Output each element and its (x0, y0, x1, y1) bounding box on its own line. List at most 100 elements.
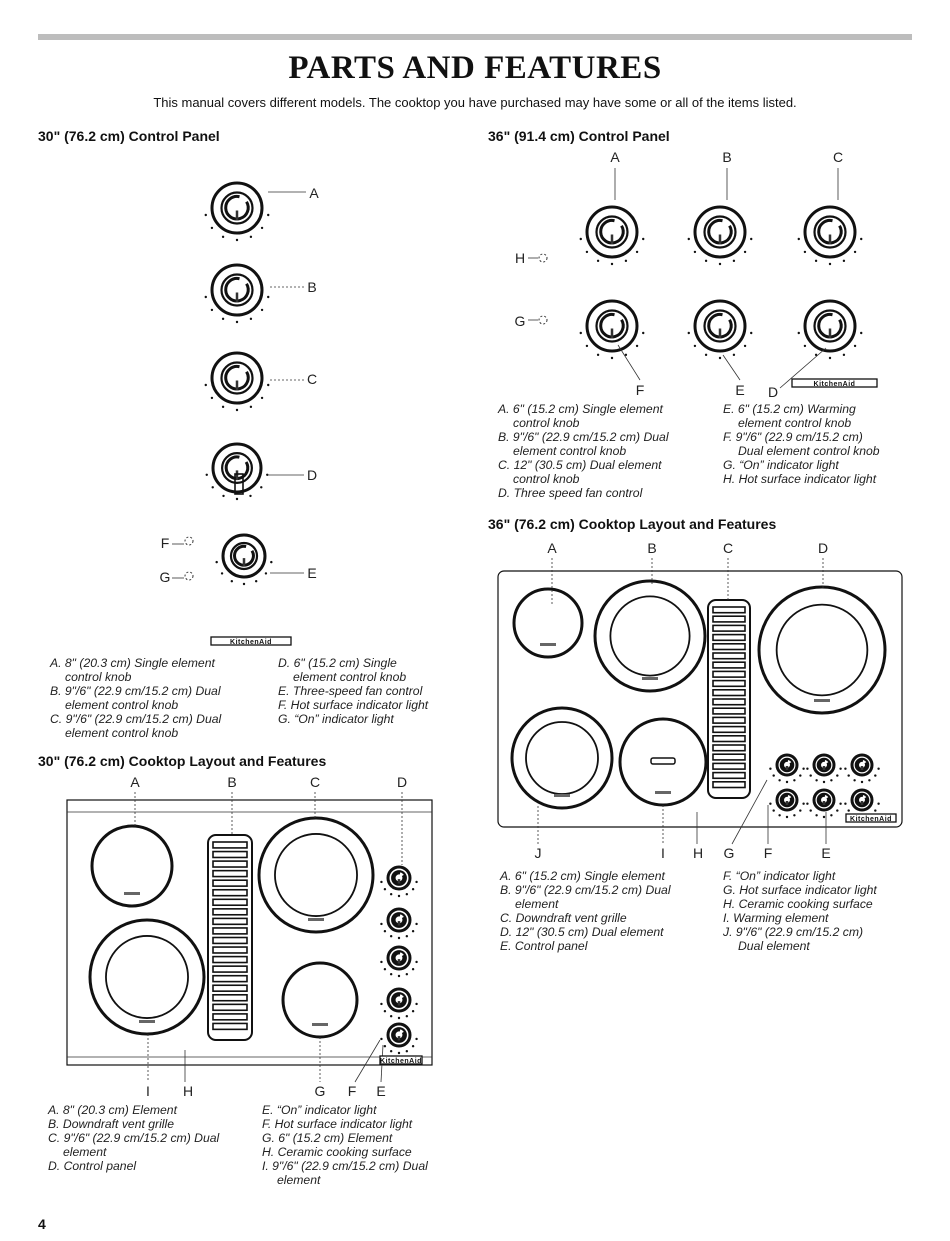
knob-tick (772, 774, 775, 777)
callout-letter: E (307, 565, 316, 581)
knob-tick (793, 779, 796, 782)
knob-tick (836, 774, 839, 777)
element-b-36-inner (609, 595, 691, 677)
knob-inner-ring (816, 757, 832, 773)
knob-grip (392, 1028, 406, 1042)
header-rule (38, 34, 912, 40)
vent-slot (212, 841, 248, 849)
indicator-light-icon (538, 253, 548, 263)
knob-inner-ring (813, 215, 847, 249)
caption-line: E. Three-speed fan control (278, 684, 423, 698)
element-d-36-inner (775, 603, 869, 697)
leader-line (779, 347, 827, 389)
knob-tick (778, 779, 781, 782)
vent-slot (212, 888, 248, 897)
caption-line: Dual element control knob (738, 444, 880, 458)
cp30-heading: 30" (76.2 cm) Control Panel (38, 128, 220, 144)
knob-inner-ring (391, 992, 407, 1008)
knob-tick (693, 250, 697, 254)
knob-tick (693, 344, 697, 348)
knob-grip (224, 455, 250, 480)
knob-tick (397, 1016, 401, 1020)
knob-tick (853, 250, 857, 254)
knob-tick (860, 331, 863, 335)
knob-tick (267, 383, 270, 387)
knob-tick (221, 317, 225, 321)
caption-line: element (63, 1145, 107, 1159)
knob-grip (818, 793, 830, 806)
knob-inner-ring (703, 215, 737, 249)
knob-grip (856, 793, 868, 806)
element-marker (124, 892, 140, 895)
knob-inner-ring (595, 215, 629, 249)
element-marker (312, 1023, 328, 1026)
brand-logo (379, 1055, 423, 1065)
knob-tick (411, 967, 415, 971)
knob-grip (233, 544, 255, 567)
caption-line: element control knob (293, 670, 407, 684)
knob-tick (809, 809, 812, 812)
callout-letter: C (307, 371, 317, 387)
vent-slot (212, 1003, 248, 1012)
control-knob (803, 205, 857, 259)
caption-line: C. 12" (30.5 cm) Dual element (498, 458, 662, 472)
knob-tick (389, 973, 393, 976)
knob-inner-ring (595, 309, 629, 343)
callout-letter: I (661, 845, 665, 861)
knob-tick (405, 1050, 409, 1053)
knob-tick (415, 1037, 418, 1041)
leader-line (354, 1039, 381, 1083)
element-i-30 (88, 918, 206, 1036)
knob-tick (204, 383, 207, 387)
caption-line: B. 9"/6" (22.9 cm/15.2 cm) Dual (50, 684, 221, 698)
knob-tick (389, 1015, 393, 1018)
knob-tick (210, 396, 214, 400)
caption-line: control knob (65, 670, 132, 684)
caption-line: D. 6" (15.2 cm) Single (278, 656, 397, 670)
caption-line: E. 6" (15.2 cm) Warming (723, 402, 856, 416)
knob-tick (205, 473, 208, 476)
vent-slot (212, 993, 248, 1002)
callout-letter: D (818, 540, 828, 556)
knob-tick (815, 814, 818, 817)
caption-line: E. Control panel (500, 939, 588, 953)
callout-letter: G (315, 1083, 326, 1099)
knob-tick (260, 396, 264, 400)
knob-tick (222, 494, 225, 498)
vent-slot (212, 984, 248, 992)
knob-tick (718, 356, 722, 360)
knob-tick (220, 572, 224, 575)
knob-tick (397, 1051, 401, 1055)
brand-logo-text: KitchenAid (850, 816, 892, 823)
knob-tick (842, 353, 846, 357)
knob-tick (405, 973, 409, 976)
knob-inner-ring (220, 191, 254, 225)
caption-line: D. Control panel (48, 1159, 137, 1173)
control-knob (211, 442, 263, 494)
control-knob (221, 533, 267, 579)
knob-tick (383, 967, 387, 971)
leader-line (722, 354, 741, 381)
control-knob (585, 299, 639, 353)
knob-tick (405, 1015, 409, 1018)
knob-tick (579, 331, 582, 335)
callout-letter: C (833, 149, 843, 165)
element-marker (554, 794, 570, 797)
element-b-36 (593, 579, 707, 693)
callout-letter: A (547, 540, 557, 556)
vent-slot (212, 869, 248, 878)
knob-tick (415, 880, 418, 884)
knob-tick (221, 235, 225, 239)
cooktop-36-surface (497, 570, 903, 828)
callout-letter: B (307, 279, 316, 295)
knob-grip (707, 312, 733, 339)
caption-line: G. “On” indicator light (278, 712, 394, 726)
vent-slot (712, 633, 746, 642)
knob-tick (585, 250, 589, 254)
knob-tick (389, 935, 393, 938)
knob-tick (579, 237, 582, 241)
knob-tick (704, 259, 708, 263)
